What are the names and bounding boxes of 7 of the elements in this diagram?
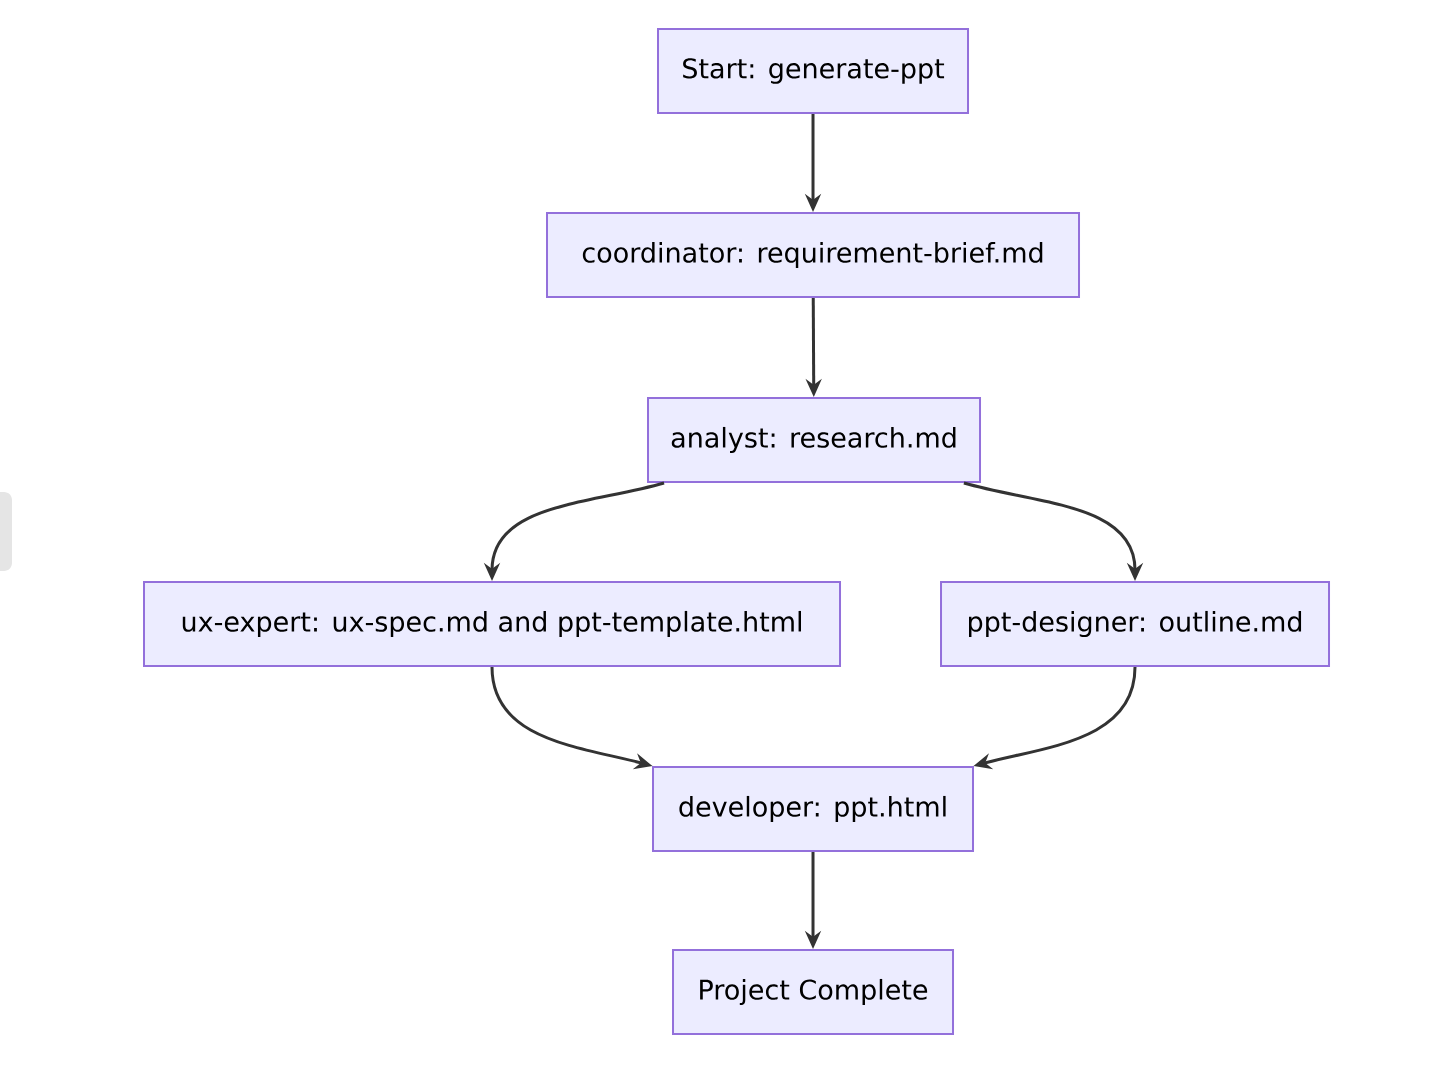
process-box: analyst: research.md: [647, 397, 981, 483]
process-box: ux-expert: ux-spec.md and ppt-template.html: [143, 581, 841, 667]
process-box: Project Complete: [672, 949, 954, 1035]
process-box: ppt-designer: outline.md: [940, 581, 1330, 667]
process-box: Start: generate-ppt: [657, 28, 969, 114]
process-box: coordinator: requirement-brief.md: [546, 212, 1080, 298]
process-box: developer: ppt.html: [652, 766, 974, 852]
